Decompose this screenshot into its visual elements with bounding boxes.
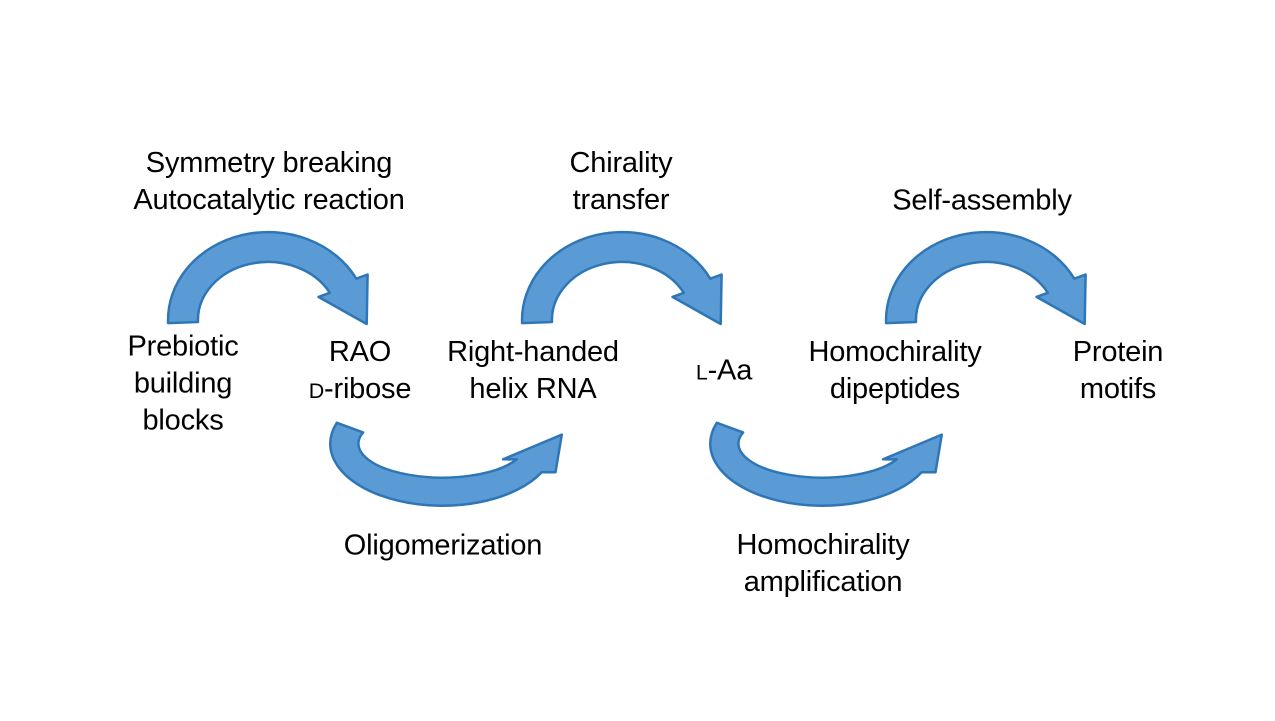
stage-prebiotic-building-blocks: Prebiotic building blocks bbox=[127, 329, 238, 440]
arrow-rna-to-laa bbox=[520, 230, 723, 326]
stage-label-line: Protein bbox=[1072, 336, 1164, 368]
arrow-dipeptides-to-protein bbox=[884, 230, 1087, 326]
stage-label-line: Right-handed bbox=[447, 336, 619, 368]
stage-label-line: RAO bbox=[328, 336, 392, 368]
process-label-line: Autocatalytic reaction bbox=[133, 184, 405, 216]
stage-label-line: dipeptides bbox=[829, 373, 961, 405]
stage-label-line: Prebiotic bbox=[127, 330, 239, 363]
process-label-homochirality-amplification: Homochirality amplification bbox=[736, 527, 909, 601]
stage-label-line: building bbox=[133, 367, 233, 400]
stage-rao-d-ribose: RAO D-ribose bbox=[309, 334, 412, 410]
stage-l-aa: L-Aa bbox=[696, 353, 752, 392]
process-label-symmetry-breaking: Symmetry breaking Autocatalytic reaction bbox=[133, 145, 404, 219]
small-cap-l: L bbox=[695, 360, 708, 385]
process-label-self-assembly: Self-assembly bbox=[892, 183, 1072, 220]
process-label-line: Self-assembly bbox=[892, 184, 1072, 217]
stage-label-line: motifs bbox=[1079, 373, 1157, 405]
process-label-oligomerization: Oligomerization bbox=[343, 528, 543, 565]
stage-protein-motifs: Protein motifs bbox=[1073, 334, 1164, 408]
stage-label-line: D-ribose bbox=[308, 373, 412, 405]
process-label-line: transfer bbox=[572, 184, 670, 216]
stage-label-line: blocks bbox=[142, 404, 224, 437]
arrow-laa-to-dipeptides bbox=[709, 421, 944, 507]
process-label-line: Symmetry breaking bbox=[145, 147, 393, 179]
process-label-line: amplification bbox=[743, 566, 903, 598]
stage-label-line: Homochirality bbox=[808, 336, 982, 368]
process-label-chirality-transfer: Chirality transfer bbox=[570, 145, 673, 219]
process-label-line: Homochirality bbox=[736, 529, 910, 561]
stage-label-line: helix RNA bbox=[469, 373, 597, 405]
arrow-prebiotic-to-rao bbox=[166, 230, 369, 326]
arrow-rao-to-rna bbox=[329, 421, 564, 507]
stage-label-line: L-Aa bbox=[695, 354, 753, 387]
small-cap-d: D bbox=[308, 379, 325, 403]
process-label-line: Oligomerization bbox=[343, 529, 543, 562]
stage-homochirality-dipeptides: Homochirality dipeptides bbox=[808, 334, 981, 408]
stage-right-handed-helix-rna: Right-handed helix RNA bbox=[447, 334, 619, 408]
process-label-line: Chirality bbox=[569, 147, 673, 179]
